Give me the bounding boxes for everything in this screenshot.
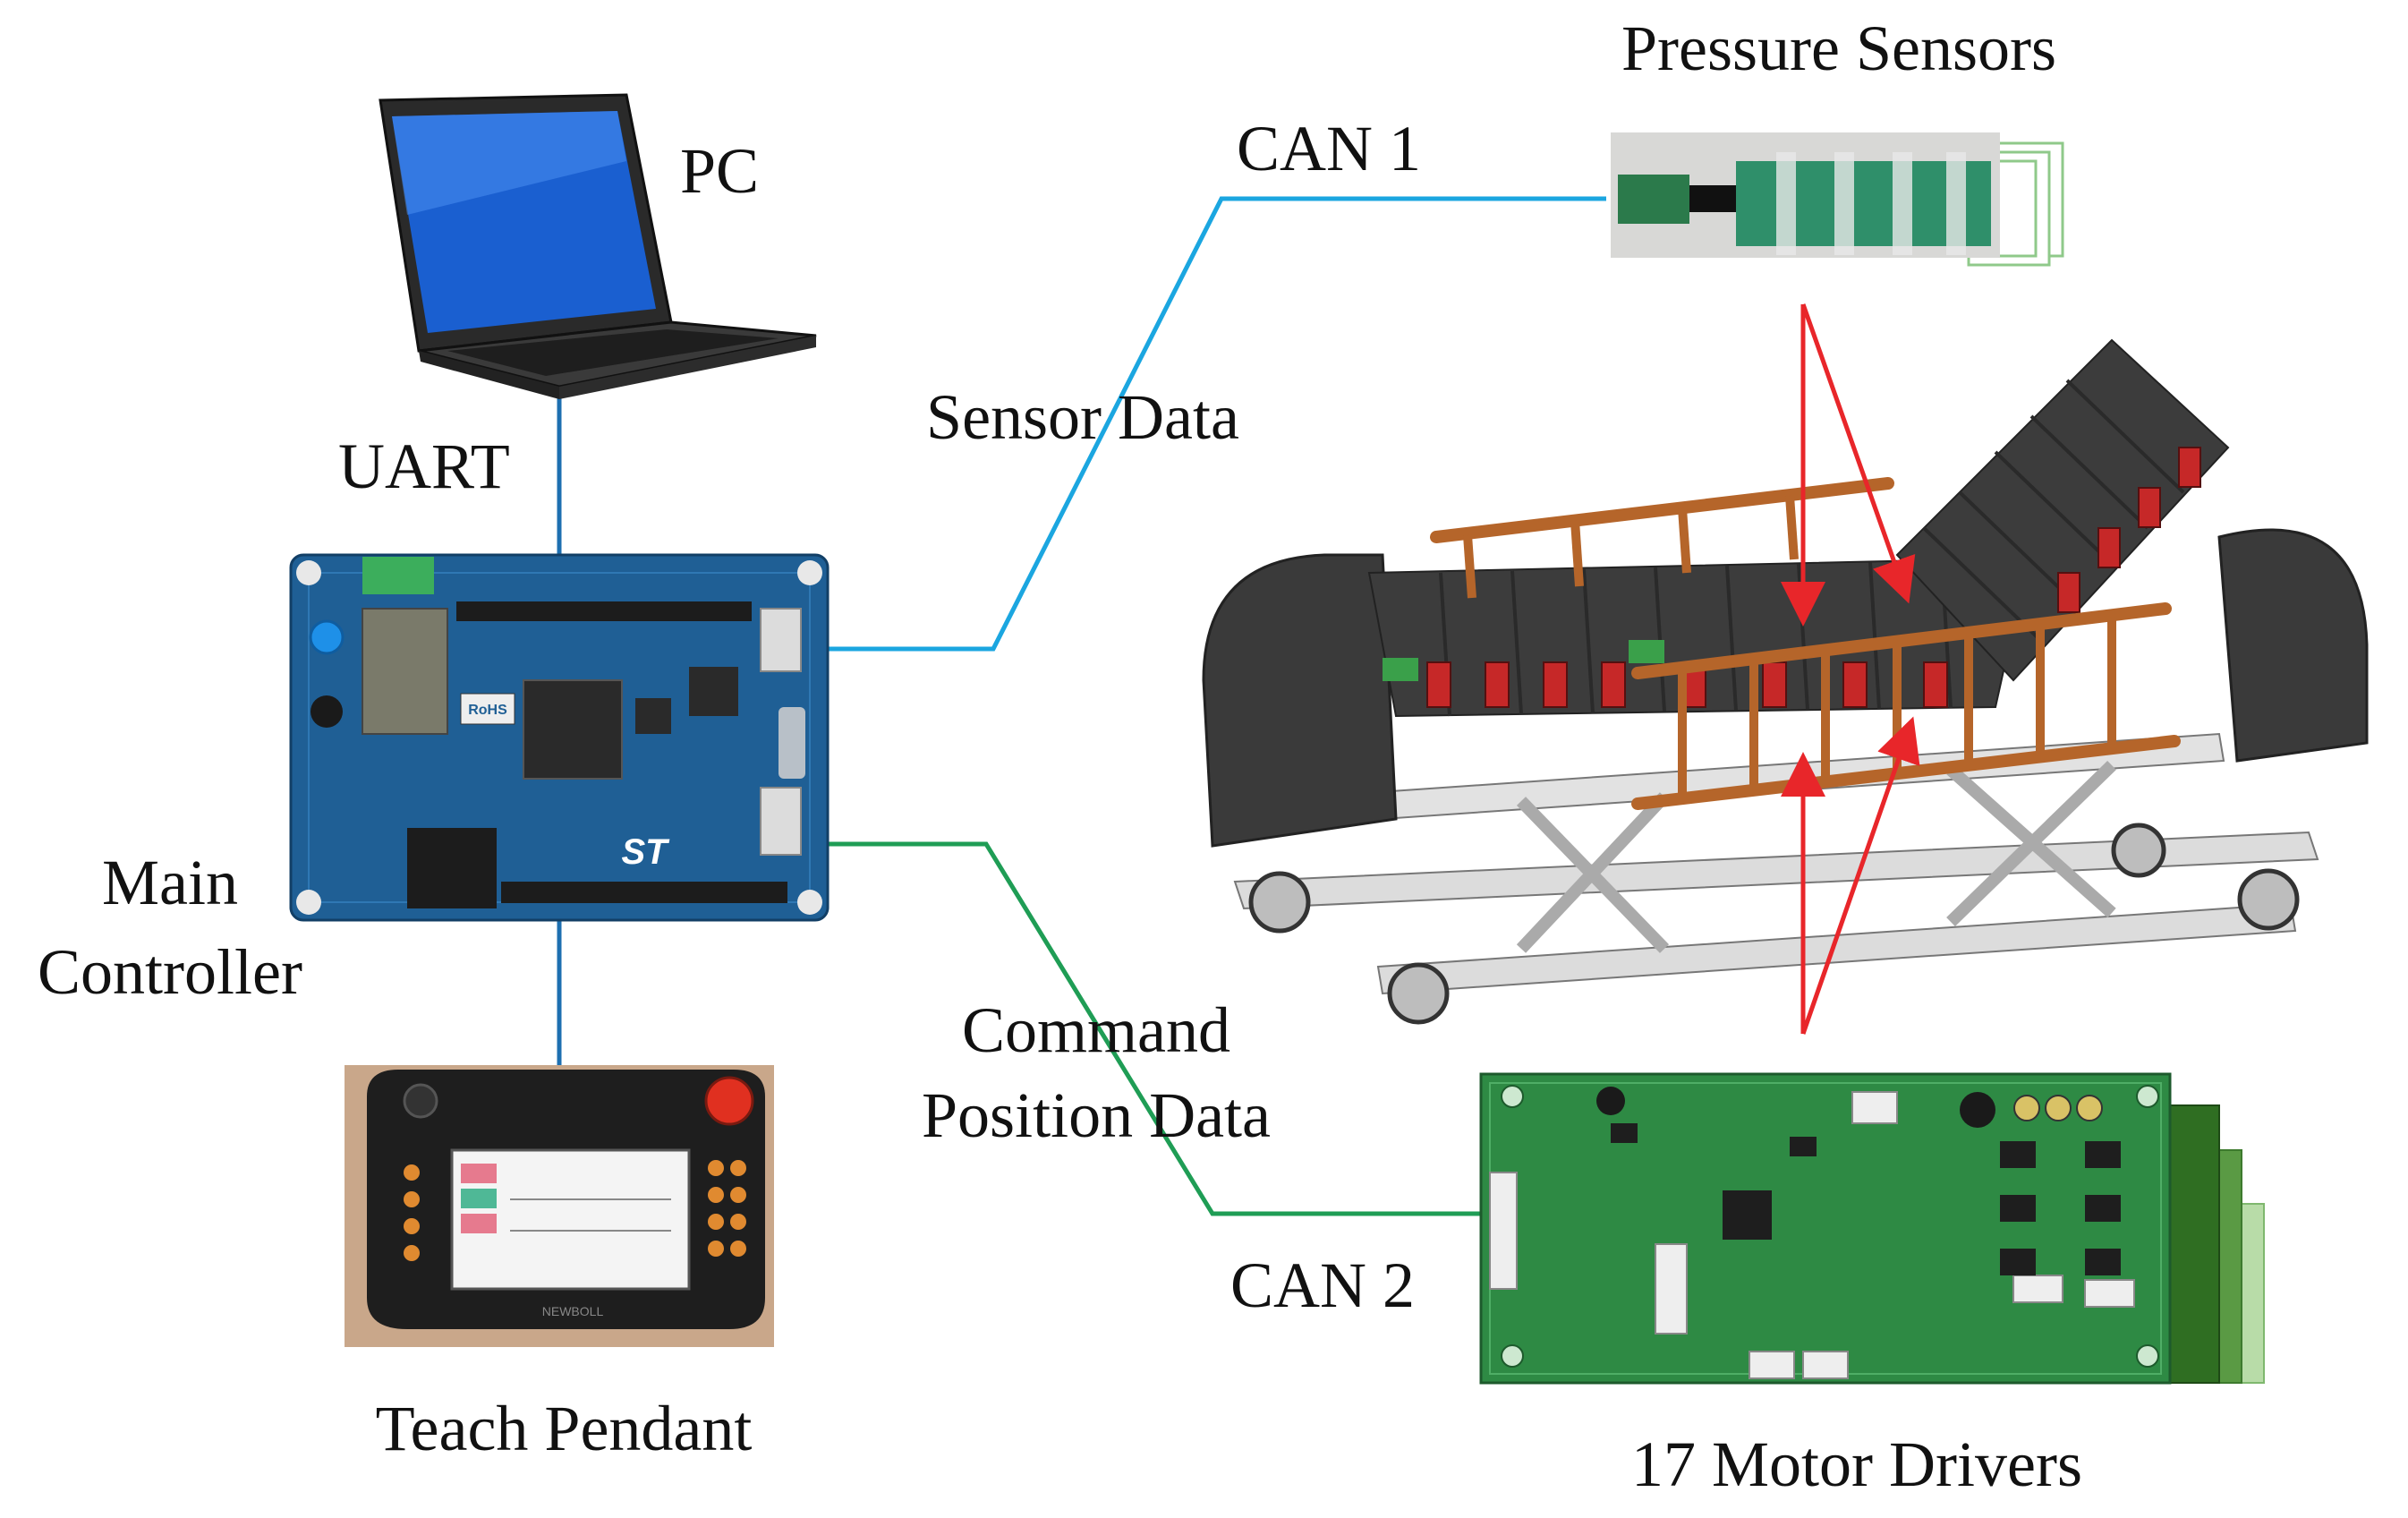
motor-drivers-label: 17 Motor Drivers: [1631, 1428, 2082, 1500]
pendant-brand: NEWBOLL: [542, 1304, 604, 1318]
pressure-sensors-label: Pressure Sensors: [1621, 13, 2056, 84]
pressure-arrows: [1781, 303, 1916, 627]
main-controller-label-line1: Main: [102, 847, 238, 918]
motor-driver-board-icon: [1479, 1072, 2265, 1385]
sensor-data-label: Sensor Data: [926, 381, 1239, 453]
teach-pendant-icon: NEWBOLL: [345, 1065, 774, 1347]
teach-pendant-label: Teach Pendant: [376, 1393, 753, 1464]
main-controller-label-line2: Controller: [38, 936, 302, 1008]
laptop-icon: [379, 93, 817, 399]
command-label-line2: Position Data: [922, 1079, 1271, 1151]
controller-board-icon: RoHS ST: [289, 553, 830, 922]
command-label-line1: Command: [962, 994, 1230, 1066]
uart-label: UART: [338, 431, 510, 502]
can2-link: [828, 841, 1512, 1216]
labels: PC UART Main Controller Teach Pendant CA…: [38, 13, 2082, 1500]
can2-label: CAN 2: [1230, 1249, 1415, 1321]
hospital-bed-icon: [1202, 338, 2369, 1025]
driver-arrows: [1781, 716, 1920, 1035]
pc-label: PC: [680, 135, 759, 207]
connections: [557, 196, 1606, 1216]
pressure-sensor-icon: [1611, 132, 2064, 267]
can1-link: [828, 196, 1606, 652]
rohs-mark: RoHS: [468, 703, 507, 718]
st-logo: ST: [621, 832, 670, 872]
can1-label: CAN 1: [1237, 113, 1421, 184]
